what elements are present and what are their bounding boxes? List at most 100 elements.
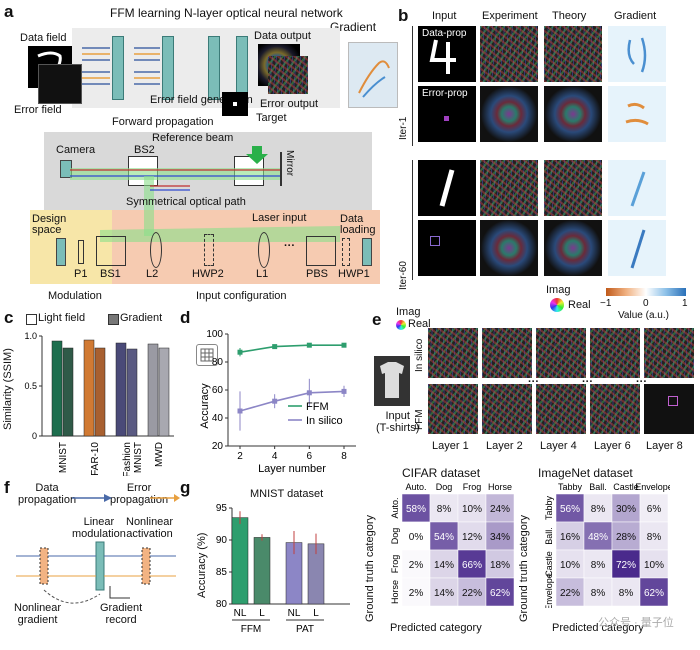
b-theory-iter60-data — [544, 160, 602, 216]
l2-lens — [150, 232, 162, 268]
g-bar-label: NL — [288, 608, 301, 619]
e-layer-label-8: Layer 8 — [646, 440, 683, 452]
b-input-iter60-data — [418, 160, 476, 216]
imagenet-cell-value: 28% — [616, 532, 636, 543]
data-loading-label: Data loading — [340, 213, 376, 236]
b-exp-iter60-error — [480, 220, 538, 276]
panel-label-c: c — [4, 308, 14, 327]
g-bar — [231, 517, 249, 605]
e-silico-layer6 — [590, 328, 640, 378]
e-input-label: Input (T-shirts) — [376, 410, 420, 434]
cifar-col-label: Dog — [436, 482, 453, 492]
c-category-line: Fashion — [122, 442, 133, 476]
e-layer-label-6: Layer 6 — [594, 440, 631, 452]
g-ytick-label: 80 — [216, 599, 228, 610]
g-bar-label: L — [259, 608, 265, 619]
cifar-row-label: Frog — [390, 555, 400, 574]
b-exp-data-prop — [480, 26, 538, 82]
imagenet-cell-value: 62% — [644, 588, 664, 599]
cifar-cell-value: 62% — [490, 588, 510, 599]
imagenet-title: ImageNet dataset — [538, 466, 633, 480]
c-bar — [51, 340, 63, 437]
b-cbar-label: Value (a.u.) — [618, 310, 669, 321]
b-imag-label: Imag — [546, 284, 571, 296]
imagenet-cell — [639, 549, 669, 579]
mirror-label: Mirror — [284, 150, 295, 177]
b-col-input: Input — [432, 10, 457, 22]
d-point — [237, 349, 243, 355]
error-field-label: Error field — [14, 104, 62, 116]
imagenet-col-label: Castle — [613, 482, 639, 492]
f-nonlinear-activation: Nonlinear activation — [126, 516, 174, 540]
panel-label-e: e — [372, 310, 382, 329]
d-ytick-label: 60 — [212, 385, 224, 396]
c-bar — [94, 347, 106, 437]
forward-propagation-label: Forward propagation — [112, 116, 214, 128]
e-input-image — [374, 356, 410, 406]
c-category-label: MNIST — [58, 442, 69, 473]
p1-label: P1 — [74, 268, 88, 280]
f-error-propagation: Error propagation — [110, 482, 169, 506]
d-xtick-label: 4 — [272, 451, 278, 462]
b-real-label: Real — [568, 299, 591, 311]
cifar-cell — [429, 577, 459, 607]
p1-element — [78, 240, 84, 264]
b-grad-error-prop — [608, 86, 666, 142]
g-ytick-label: 95 — [216, 503, 228, 514]
c-ytick-label: 1.0 — [24, 331, 37, 341]
d-point — [341, 388, 347, 394]
e-ffm-layer8 — [644, 384, 694, 434]
e-silico-layer1 — [428, 328, 478, 378]
imagenet-cell-value: 8% — [591, 588, 606, 599]
cifar-cell-value: 58% — [406, 504, 426, 515]
imagenet-col-label: Envelope — [635, 482, 670, 492]
pbs-cube — [306, 236, 336, 266]
cifar-cell-value: 24% — [490, 504, 510, 515]
e-dots-2: ··· — [582, 376, 593, 388]
network-layer-2 — [162, 36, 174, 100]
b-input-iter60-error — [418, 220, 476, 276]
b-cbar-zero: 0 — [643, 298, 649, 309]
laser-input-label: Laser input — [252, 212, 307, 224]
e-ffm-layer6 — [590, 384, 640, 434]
slm-left — [56, 238, 66, 266]
cifar-col-label: Frog — [463, 482, 482, 492]
imagenet-cell — [639, 493, 669, 523]
d-series-line — [239, 390, 345, 412]
e-real-label: Real — [408, 318, 431, 330]
imagenet-cell — [583, 493, 613, 523]
b-exp-error-prop — [480, 86, 538, 142]
network-layer-1 — [112, 36, 124, 100]
b-exp-iter60-data — [480, 160, 538, 216]
d-ytick-label: 40 — [212, 413, 224, 424]
d-ylabel: Accuracy — [199, 383, 211, 429]
imagenet-cell — [555, 577, 585, 607]
b-phase-wheel-icon — [550, 298, 564, 312]
error-field-image — [38, 64, 82, 104]
b-colorbar — [606, 288, 686, 296]
panel-label-d: d — [180, 308, 191, 327]
hwp2-label: HWP2 — [192, 268, 224, 280]
e-dots-1: ··· — [528, 376, 539, 388]
data-prop-label: Data-prop — [422, 28, 467, 39]
table-icon[interactable] — [196, 344, 218, 366]
d-ytick-label: 20 — [212, 441, 224, 452]
imagenet-cell — [611, 577, 641, 607]
c-category-label: FashionMNIST — [122, 442, 144, 476]
target-image — [222, 92, 248, 116]
panel-label-g: g — [180, 478, 191, 497]
e-ffm-layer1 — [428, 384, 478, 434]
c-legend-grad-swatch — [108, 314, 119, 325]
data-field-label: Data field — [20, 32, 67, 44]
hwp1-label: HWP1 — [338, 268, 370, 280]
imagenet-cell-value: 16% — [560, 532, 580, 543]
modulation-label: Modulation — [48, 290, 102, 302]
imagenet-cell — [555, 521, 585, 551]
b-grad-iter60-data — [608, 160, 666, 216]
c-category-line: MNIST — [133, 442, 144, 473]
dots-separator: ··· — [284, 240, 295, 252]
d-series-line — [239, 344, 344, 353]
e-in-silico-label: In silico — [414, 338, 425, 372]
